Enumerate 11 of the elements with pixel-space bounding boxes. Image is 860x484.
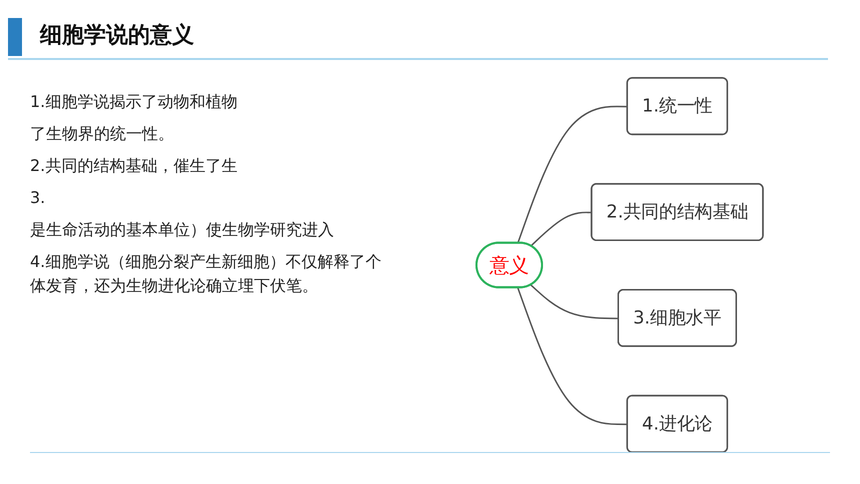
slide-text: 了生物界的统一性。 — [30, 123, 175, 145]
connector — [517, 288, 628, 426]
slide-text: 是生命活动的基本单位）使生物学研究进入 — [30, 219, 335, 241]
slide-title: 细胞学说的意义 — [40, 22, 194, 50]
connector — [530, 212, 592, 246]
slide-text: 3. — [30, 187, 46, 209]
slide-text: 4.细胞学说（细胞分裂产生新细胞）不仅解释了个体发育，还为生物进化论确立埋下伏笔。 — [30, 251, 382, 297]
connector — [517, 106, 628, 244]
slide-text: 1.细胞学说揭示了动物和植物 — [30, 91, 238, 113]
connector — [530, 284, 620, 320]
slide-text: 2.共同的结构基础，催生了生 — [30, 155, 238, 177]
